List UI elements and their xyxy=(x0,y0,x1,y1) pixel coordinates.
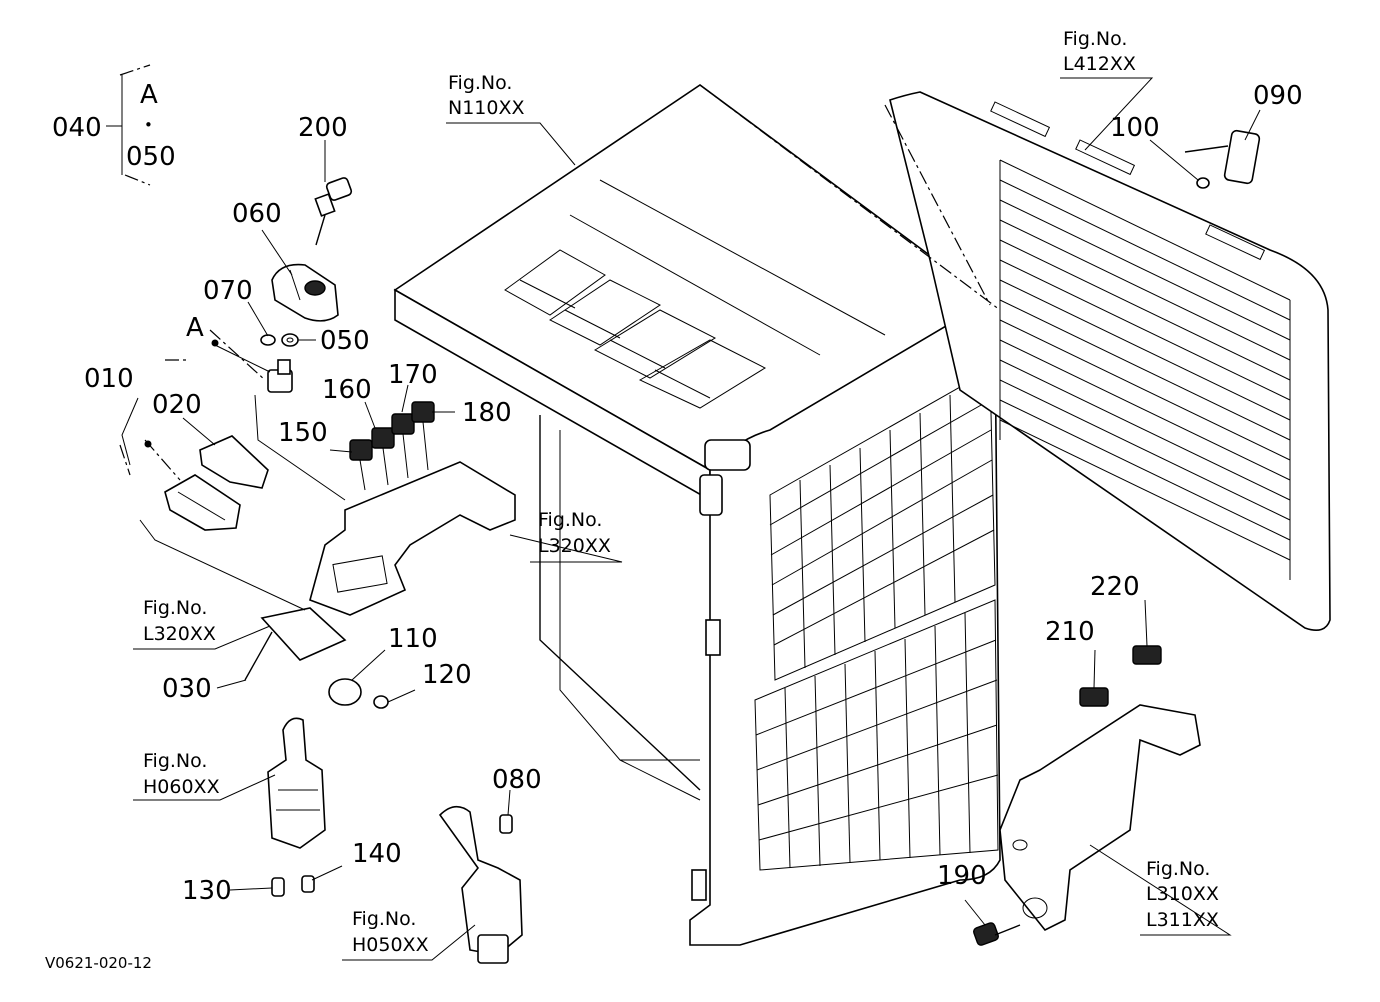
fig-label-l320-right: Fig.No. xyxy=(538,509,602,531)
fig-ref-l310: L310XX xyxy=(1146,883,1219,905)
cap-110 xyxy=(328,678,362,706)
key-190 xyxy=(973,922,1021,946)
cap-080 xyxy=(499,814,513,834)
rear-screen xyxy=(889,91,1331,631)
screw-100 xyxy=(1196,177,1210,189)
switch-210 xyxy=(1079,687,1109,707)
right-console-l310 xyxy=(999,704,1201,932)
fig-label-n110: Fig.No. xyxy=(448,72,512,94)
nut-050 xyxy=(281,333,299,347)
key-switch-060 xyxy=(271,263,339,322)
group-040-callout: 040 A • 050 xyxy=(52,80,176,172)
fig-label-l412: Fig.No. xyxy=(1063,28,1127,50)
switches-150-180 xyxy=(349,401,435,491)
fig-ref-h050: H050XX xyxy=(352,934,429,956)
leader-lines xyxy=(106,75,1261,961)
part-number-110: 110 xyxy=(388,624,438,654)
bracket-030 xyxy=(244,607,347,681)
fig-label-h050: Fig.No. xyxy=(352,908,416,930)
part-number-150: 150 xyxy=(278,418,328,448)
part-number-160: 160 xyxy=(322,375,372,405)
part-number-180: 180 xyxy=(462,398,512,428)
part-number-200: 200 xyxy=(298,113,348,143)
switch-220 xyxy=(1132,645,1162,665)
fig-label-h060: Fig.No. xyxy=(143,750,207,772)
part-number-120: 120 xyxy=(422,660,472,690)
part-number-100: 100 xyxy=(1110,113,1160,143)
roof-grid xyxy=(504,249,767,409)
lamp-090 xyxy=(1184,129,1261,185)
relay-020 xyxy=(199,435,269,489)
rear-screen-louvers xyxy=(999,159,1291,580)
fig-ref-h060: H060XX xyxy=(143,776,220,798)
group-040-dot: • xyxy=(144,116,153,134)
cab-frame xyxy=(393,84,1001,946)
group-040-top-ref: A xyxy=(140,80,158,110)
part-number-130: 130 xyxy=(182,876,232,906)
part-number-210: 210 xyxy=(1045,617,1095,647)
part-number-060: 060 xyxy=(232,199,282,229)
part-number-050: 050 xyxy=(320,326,370,356)
key-200 xyxy=(314,177,353,246)
joystick-h060 xyxy=(267,717,326,849)
controller-010 xyxy=(164,474,241,531)
fig-ref-n110: N110XX xyxy=(448,97,525,119)
part-number-190: 190 xyxy=(937,861,987,891)
part-number-090: 090 xyxy=(1253,81,1303,111)
fig-ref-l320-left: L320XX xyxy=(143,623,216,645)
bolt-120 xyxy=(373,695,389,709)
screw-070 xyxy=(260,334,276,346)
group-040-bottom-ref: 050 xyxy=(126,142,176,172)
ignition-body xyxy=(267,359,293,393)
fig-label-l320-left: Fig.No. xyxy=(143,597,207,619)
alignment-lines xyxy=(119,64,1001,481)
diagram-code: V0621-020-12 xyxy=(45,954,152,972)
fig-ref-l311: L311XX xyxy=(1146,909,1219,931)
part-number-170: 170 xyxy=(388,360,438,390)
part-number-080: 080 xyxy=(492,765,542,795)
part-number-010: 010 xyxy=(84,364,134,394)
fig-ref-l320-right: L320XX xyxy=(538,535,611,557)
joystick-h050 xyxy=(438,805,523,964)
part-number-020: 020 xyxy=(152,390,202,420)
side-grid-lower xyxy=(754,599,999,871)
fig-label-l310: Fig.No. xyxy=(1146,858,1210,880)
fig-ref-l412: L412XX xyxy=(1063,53,1136,75)
part-number-220: 220 xyxy=(1090,572,1140,602)
part-number-140: 140 xyxy=(352,839,402,869)
ref-point-a-dot xyxy=(211,339,219,347)
part-number-070: 070 xyxy=(203,276,253,306)
fittings-130-140 xyxy=(271,875,315,897)
ref-point-a: A xyxy=(186,313,204,343)
side-grid-upper xyxy=(769,369,996,681)
ref-point-010-dot xyxy=(144,440,152,448)
switch-panel-l320 xyxy=(309,461,516,616)
part-number-040: 040 xyxy=(52,113,102,143)
part-number-030: 030 xyxy=(162,674,212,704)
